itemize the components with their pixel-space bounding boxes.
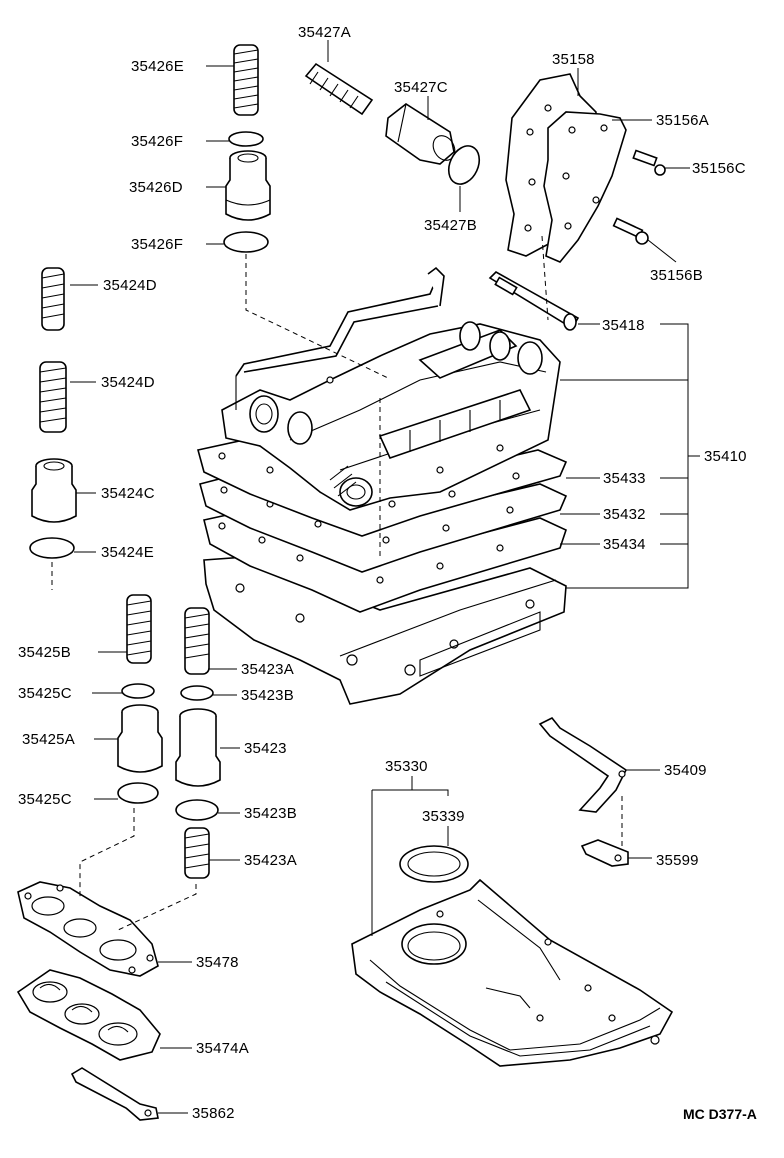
plate-35862 [70,1067,159,1121]
spring-35409 [538,716,628,813]
spring-35423A-bottom [184,827,210,879]
label-35423A-top: 35423A [241,661,294,678]
label-35478: 35478 [196,954,239,971]
o-ring-35426F-top [228,131,264,147]
gasket-35478 [17,881,159,977]
spring-35423A-top [184,607,210,675]
label-35424E: 35424E [101,544,154,561]
o-ring-35423B-top [180,685,214,701]
plate-35599 [580,839,629,867]
label-35423A-bottom: 35423A [244,852,297,869]
spring-35427A [304,62,374,116]
label-35423B-bottom: 35423B [244,805,297,822]
label-35425C-bottom: 35425C [18,791,72,808]
label-35427A: 35427A [298,24,351,41]
gasket-35339 [399,845,469,883]
oil-pan-35330 [351,878,674,1067]
alignment-line [117,884,197,931]
sleeve-35423 [175,708,221,787]
label-35424D-top: 35424D [103,277,157,294]
label-35156B: 35156B [650,267,703,284]
label-35339: 35339 [422,808,465,825]
label-35426F-bottom: 35426F [131,236,183,253]
label-35474A: 35474A [196,1040,249,1057]
label-35409: 35409 [664,762,707,779]
label-35862: 35862 [192,1105,235,1122]
label-35424C: 35424C [101,485,155,502]
alignment-line [79,808,135,900]
drawing-code: MC D377-A [683,1106,757,1122]
valve-body-35410 [197,266,568,705]
o-ring-35423B-bottom [175,799,219,821]
label-35423B-top: 35423B [241,687,294,704]
label-35427C: 35427C [394,79,448,96]
label-35156A: 35156A [656,112,709,129]
spring-35426E [233,44,259,116]
label-35432: 35432 [603,506,646,523]
label-35156C: 35156C [692,160,746,177]
sleeve-35424C [31,458,77,523]
o-ring-35424E [29,537,75,559]
o-ring-35425C-bottom [117,782,159,804]
label-35427B: 35427B [424,217,477,234]
label-35433: 35433 [603,470,646,487]
spring-35424D-bottom [39,361,67,433]
alignment-line [245,254,389,379]
bolt-35156B [612,217,649,245]
spring-35424D-top [41,267,65,331]
label-35425A: 35425A [22,731,75,748]
label-35599: 35599 [656,852,699,869]
label-35418: 35418 [602,317,645,334]
o-ring-35427B [447,145,481,185]
sleeve-35426D [225,150,271,221]
o-ring-35426F-bottom [223,231,269,253]
label-35410: 35410 [704,448,747,465]
sleeve-35425A [117,704,163,773]
label-35425C-top: 35425C [18,685,72,702]
pin-35418 [488,271,580,331]
label-35426E: 35426E [131,58,184,75]
label-35423: 35423 [244,740,287,757]
spring-35425B [126,594,152,664]
label-35434: 35434 [603,536,646,553]
label-35330: 35330 [385,758,428,775]
bolt-35156C [632,149,666,176]
o-ring-35425C-top [121,683,155,699]
leader-lines [70,40,700,1114]
plate-35156A [543,111,627,263]
cover-35474A [16,969,161,1061]
label-35426D: 35426D [129,179,183,196]
label-35426F-top: 35426F [131,133,183,150]
label-35158: 35158 [552,51,595,68]
valve-35427C [385,103,456,165]
label-35425B: 35425B [18,644,71,661]
label-35424D-bottom: 35424D [101,374,155,391]
